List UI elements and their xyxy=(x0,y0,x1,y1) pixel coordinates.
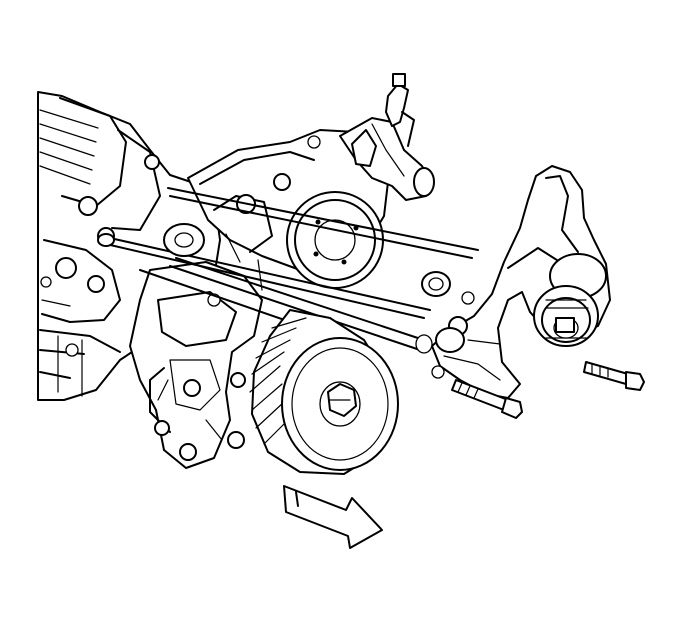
direction-arrow-icon xyxy=(283,485,383,549)
tensioner-bracket-icon xyxy=(415,165,611,399)
front-cover-icon xyxy=(129,261,263,469)
bolt-icon xyxy=(451,361,645,419)
water-pump-icon xyxy=(187,73,435,291)
pulley-icon xyxy=(249,309,399,475)
idler-pulley-icon xyxy=(97,223,205,257)
